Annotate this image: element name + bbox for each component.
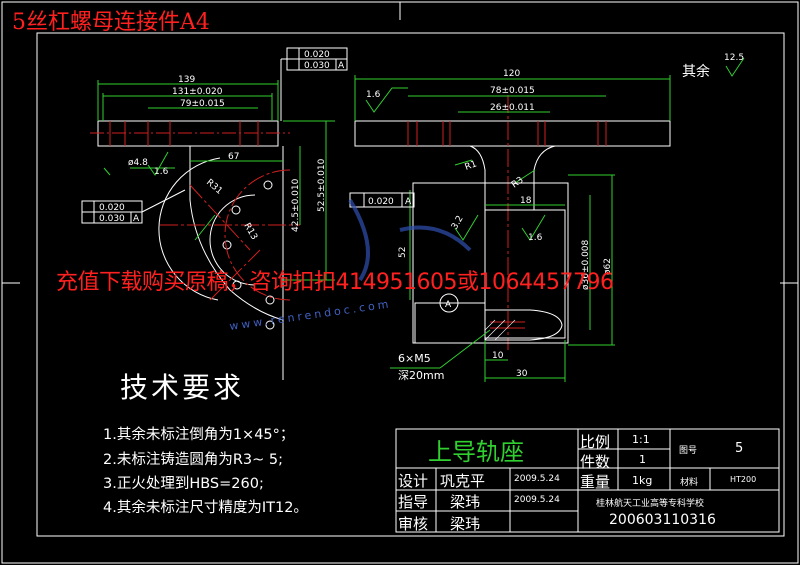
guide-label: 指导 [398, 493, 429, 511]
material-label: 材料 [680, 478, 699, 488]
count-value: 1 [639, 453, 646, 466]
scale-label: 比例 [580, 433, 611, 451]
dim-120: 120 [503, 69, 520, 79]
count-label: 件数 [580, 453, 611, 471]
watermark-url: www.renrendoc.com [229, 297, 393, 333]
dim-r31: R31 [204, 178, 224, 197]
rough-1-6-right: 1.6 [528, 233, 543, 243]
dim-phi36: ø36±0.008 [581, 239, 591, 290]
dim-42-5: 42.5±0.010 [291, 178, 301, 232]
design-label: 设计 [398, 472, 429, 490]
rough-1-6-left: 1.6 [154, 167, 169, 177]
tol-perp-top: 0.020 [304, 50, 330, 60]
title-block-grid [395, 428, 780, 533]
dim-139: 139 [178, 75, 195, 85]
drawing-no-label: 图号 [679, 446, 698, 456]
dim-79: 79±0.015 [180, 99, 225, 109]
guide-name: 梁玮 [450, 493, 481, 511]
right-flange-plate [354, 120, 671, 147]
tol-perp-left: 0.020 [99, 203, 125, 213]
tol-datum-right: A [405, 197, 412, 207]
tol-perp-right: 0.020 [368, 197, 394, 207]
weight-label: 重量 [580, 473, 611, 491]
left-view [81, 47, 348, 380]
tol-datum-top: A [338, 61, 345, 71]
section-mark-a: A [445, 300, 452, 310]
dim-52-5: 52.5±0.010 [317, 158, 327, 212]
sheet-inner-border [36, 32, 785, 537]
thread-note-1: 6×M5 [398, 352, 431, 365]
dim-26: 26±0.011 [490, 103, 535, 113]
rough-1-6-top: 1.6 [366, 90, 381, 100]
scale-value: 1:1 [632, 433, 650, 446]
designer-name: 巩克平 [440, 472, 486, 490]
material-value: HT200 [730, 475, 757, 484]
tech-requirement-item: 3.正火处理到HBS=260; [103, 476, 264, 492]
watermark-ad: 充值下载购买原稿，咨询扣扣414951605或1064457796 [56, 270, 614, 295]
watermark-logo [348, 198, 472, 282]
tolerance-frame-left [81, 200, 143, 224]
right-body [412, 182, 569, 344]
tol-par-top: 0.030 [304, 61, 330, 71]
tol-par-left: 0.030 [99, 214, 125, 224]
weight-value: 1kg [632, 474, 653, 487]
dim-r1: R1 [464, 159, 479, 172]
dim-phi62: ø62 [603, 258, 613, 275]
tech-requirement-item: 4.其余未标注尺寸精度为IT12。 [103, 500, 308, 516]
dim-131: 131±0.020 [172, 87, 223, 97]
section-mark-circle [439, 293, 459, 313]
right-view [349, 57, 745, 382]
tech-requirements-title: 技术要求 [120, 371, 245, 404]
tech-requirement-item: 1.其余未标注倒角为1×45°； [103, 427, 295, 443]
dim-78: 78±0.015 [490, 86, 535, 96]
student-id: 200603110316 [609, 512, 716, 528]
tol-datum-left: A [133, 214, 140, 224]
thread-note-2: 深20mm [398, 369, 444, 382]
dim-10: 10 [492, 351, 504, 361]
review-name: 梁玮 [450, 515, 481, 533]
dim-18: 18 [520, 196, 532, 206]
dim-phi48: ø4.8 [128, 158, 148, 168]
rough-3-2: 3.2 [450, 214, 466, 231]
watermark-title: 5丝杠螺母连接件A4 [12, 10, 210, 35]
guide-date: 2009.5.24 [514, 495, 560, 505]
dimension-texts: 139 131±0.020 79±0.015 67 ø4.8 R31 R13 4… [99, 50, 744, 382]
rough-rest-label: 其余 [682, 63, 710, 80]
review-label: 审核 [398, 515, 429, 533]
tech-requirement-item: 2.未标注铸造圆角为R3~ 5; [103, 452, 284, 468]
dim-52: 52 [398, 247, 408, 258]
rough-rest-value: 12.5 [724, 53, 744, 63]
design-date: 2009.5.24 [514, 474, 560, 484]
part-name: 上导轨座 [428, 438, 524, 466]
left-body-outline [189, 146, 284, 321]
dim-67: 67 [228, 152, 239, 162]
drawing-no-value: 5 [735, 441, 744, 456]
dim-30: 30 [516, 369, 528, 379]
school-name: 桂林航天工业高等专科学校 [596, 499, 705, 509]
